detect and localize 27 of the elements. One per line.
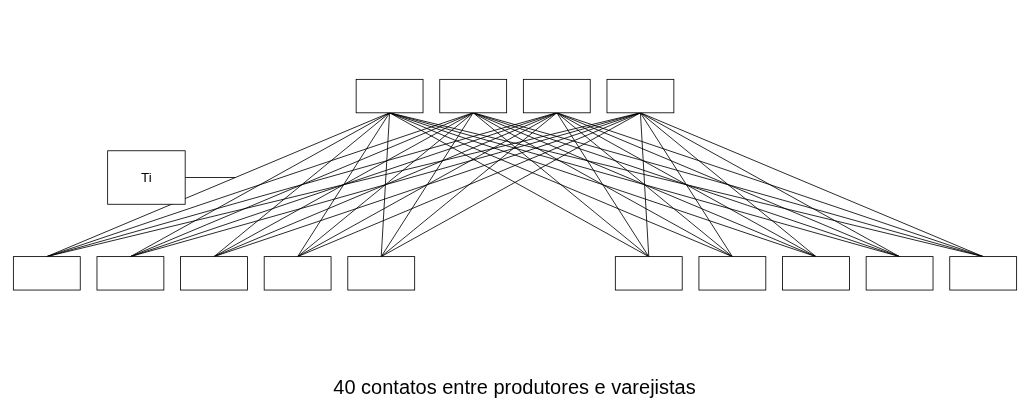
connector-line — [472, 112, 649, 258]
connector-line — [639, 112, 649, 258]
empty-box — [346, 256, 415, 291]
empty-box — [438, 79, 507, 114]
connector-line — [380, 112, 390, 258]
empty-box — [96, 256, 164, 291]
connector-line — [380, 112, 557, 258]
connector-line — [380, 112, 474, 258]
caption: 40 contatos entre produtores e varejistas — [333, 376, 696, 399]
empty-box — [698, 256, 766, 291]
leader-line — [184, 177, 236, 179]
connector-line — [639, 112, 733, 258]
empty-box — [948, 256, 1017, 291]
empty-box — [522, 79, 591, 114]
empty-box — [614, 256, 683, 291]
empty-box — [179, 256, 248, 291]
empty-box — [865, 256, 933, 291]
empty-box — [355, 79, 423, 114]
connector-line — [296, 112, 390, 258]
empty-box — [606, 79, 674, 114]
connector-line — [555, 112, 649, 258]
empty-box — [12, 256, 81, 291]
text-box: Ti — [106, 150, 186, 205]
empty-box — [781, 256, 850, 291]
connector-line — [296, 112, 474, 258]
empty-box — [263, 256, 331, 291]
connector-line — [213, 112, 390, 258]
